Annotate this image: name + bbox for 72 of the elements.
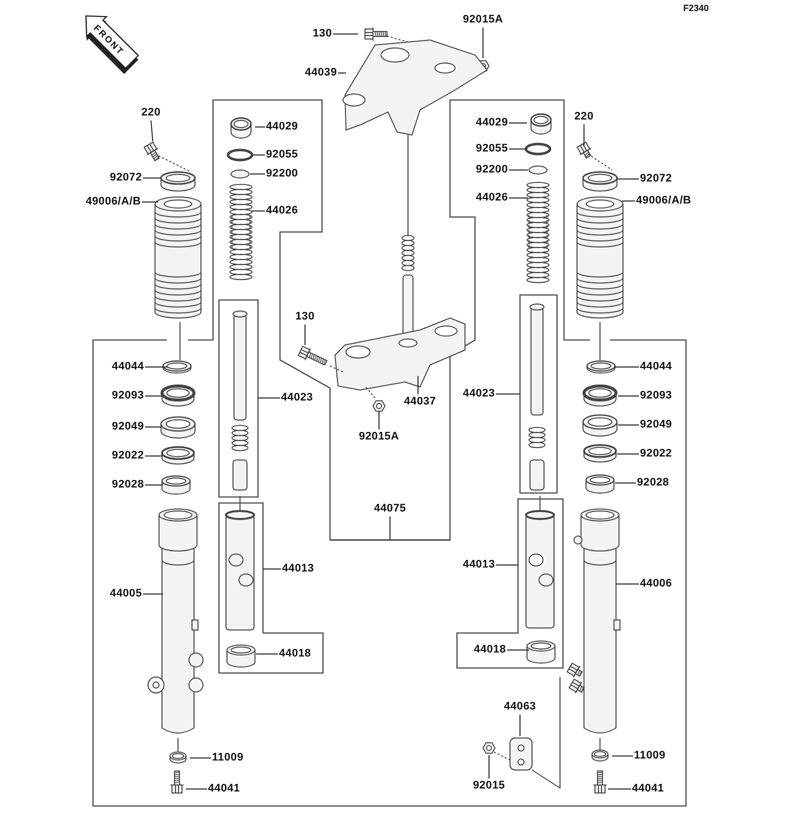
leader-line [482, 27, 484, 58]
leader-line [608, 788, 632, 790]
callout-number: 44044 [640, 360, 672, 374]
leader-line [186, 788, 208, 790]
callout-number: 49006/A/B [86, 196, 141, 208]
figure-code: F2340 [683, 3, 709, 13]
leader-line [144, 366, 168, 368]
callout-number: 44018 [279, 648, 312, 660]
callout-number: 44026 [476, 192, 508, 204]
callout-number: 220 [574, 110, 594, 124]
callout-number: 44044 [112, 360, 144, 374]
callout-number: 130 [295, 310, 315, 324]
callout-number: 44039 [304, 66, 337, 80]
callout-number: 92022 [640, 448, 672, 460]
leader-line [144, 426, 162, 428]
callout-number: 44026 [266, 204, 298, 218]
callout-number: 92093 [112, 390, 144, 402]
callout-number: 220 [141, 106, 161, 120]
leader-line [144, 484, 164, 486]
callout-number: 44018 [474, 644, 506, 656]
callout-number: 44005 [110, 588, 142, 600]
leader-line [622, 200, 636, 202]
leader-line [618, 424, 640, 426]
leader-line [508, 122, 528, 124]
callout-number: 44006 [640, 578, 672, 590]
leader-line [614, 482, 636, 484]
leader-line [508, 148, 526, 150]
callout-number: 92055 [266, 148, 298, 162]
leader-line [390, 516, 450, 540]
callout-number: 92200 [266, 168, 298, 180]
leader-line [488, 754, 490, 779]
callout-number: 44075 [374, 502, 406, 516]
callout-number: 44023 [281, 392, 314, 404]
leader-line [262, 568, 282, 570]
callout-number: 92072 [110, 172, 142, 184]
callout-number: 92055 [476, 142, 508, 156]
callout-number: 11009 [634, 750, 666, 762]
callout-number: 92015A [462, 14, 504, 26]
leader-line [304, 324, 306, 346]
bolt-drawing [143, 141, 160, 162]
leader-line [252, 210, 266, 212]
leader-line [616, 178, 640, 180]
leader-line [614, 366, 640, 368]
callout-number: 44023 [462, 388, 495, 400]
callout-number: 92028 [112, 478, 144, 492]
callout-number: 44013 [282, 562, 314, 576]
callout-number: 44013 [462, 558, 495, 572]
callout-number: 92022 [112, 450, 144, 462]
callout-number: 44041 [208, 782, 240, 796]
callout-number: 92015 [472, 780, 506, 792]
callout-number: 44037 [404, 396, 436, 408]
callout-number: 44041 [632, 782, 664, 796]
leader-line [252, 154, 266, 156]
callout-number: 92072 [640, 172, 672, 186]
callout-number: 49006/A/B [636, 194, 692, 208]
leader-line [254, 126, 266, 128]
leader-line [496, 564, 518, 566]
leader-line [150, 120, 154, 142]
callout-number: 130 [312, 28, 332, 40]
leader-line [378, 410, 380, 430]
nut-drawing [372, 400, 386, 412]
callout-number: 92200 [476, 164, 508, 176]
callout-number: 44063 [504, 700, 536, 714]
callout-number: 92049 [640, 418, 672, 432]
leader-line [338, 72, 346, 74]
callout-number: 92015A [358, 430, 400, 444]
callout-number: 92049 [112, 420, 144, 434]
callout-number: 44029 [266, 120, 298, 134]
callout-number: 92093 [640, 390, 672, 402]
callout-number: 44029 [476, 116, 508, 130]
callout-number: 92028 [637, 476, 670, 490]
callout-number: 11009 [212, 752, 244, 764]
